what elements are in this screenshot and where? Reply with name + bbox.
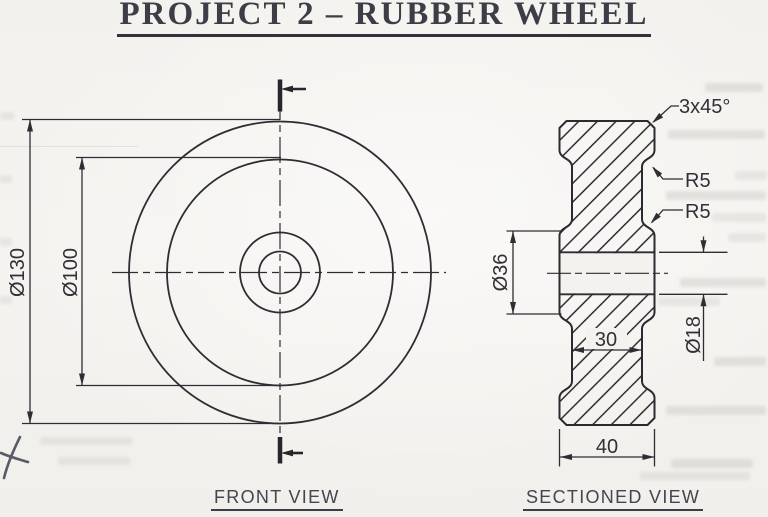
callout-label-chamfer: 3x45° [679,96,730,118]
dim-label-d130: Ø130 [7,248,29,297]
dim-label-d18: Ø18 [683,316,705,354]
callout-chamfer [652,105,679,123]
dim-label-d36: Ø36 [490,254,512,292]
cutting-arrow-bottom [281,449,293,457]
callout-label-r5-lower: R5 [685,201,711,223]
front-view-label: FRONT VIEW [211,487,343,511]
dim-outer-diameter [22,118,281,425]
dim-bore-diameter [659,236,728,361]
section-outline [558,120,656,426]
dim-label-d100: Ø100 [60,248,82,297]
page-title: PROJECT 2 – RUBBER WHEEL [117,0,651,37]
bore-edges [559,251,655,296]
dim-web-width [572,328,642,353]
dim-label-30: 30 [595,329,617,351]
cutting-arrow-top [281,85,293,93]
front-centerlines [112,94,446,436]
handwritten-pen-mark [0,435,30,480]
callout-fillet-lower [650,209,683,224]
scan-crease [0,146,138,147]
dim-overall-width [558,429,656,467]
cutting-plane-marks [277,79,306,464]
dim-hub-diameter [506,230,562,315]
front-view-drawing: Ø130 Ø100 [7,79,446,464]
callout-fillet-upper [652,166,683,180]
sectioned-view-label: SECTIONED VIEW [523,487,704,511]
dim-label-40: 40 [596,436,618,458]
callout-label-r5-upper: R5 [685,170,711,192]
sectioned-view-drawing: Ø36 Ø18 30 [490,96,730,467]
dim-shoulder-diameter [76,156,282,387]
